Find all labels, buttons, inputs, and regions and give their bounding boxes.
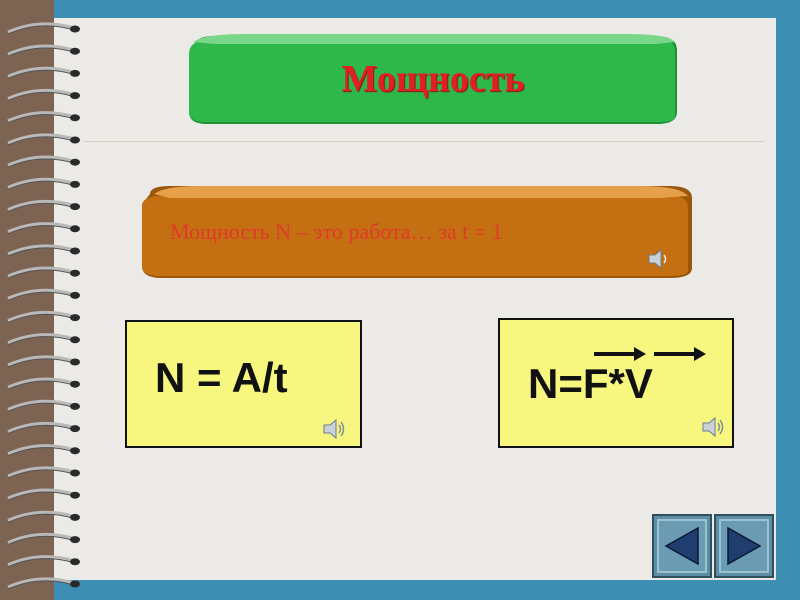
speaker-icon[interactable] [646,246,672,272]
slide-navigation [652,514,774,578]
formula-power-force-velocity: N=F*V [528,360,653,408]
title-banner: Мощность [185,32,681,126]
speaker-icon[interactable] [321,416,347,442]
speaker-icon[interactable] [700,414,726,440]
previous-slide-button[interactable] [652,514,712,578]
slide-title: Мощность [341,58,525,100]
triangle-left-icon [657,519,707,573]
next-slide-button[interactable] [714,514,774,578]
triangle-right-icon [719,519,769,573]
vector-velocity: V [624,360,653,407]
formula-power-work-time: N = A/t [155,354,288,401]
divider-line [84,141,764,142]
vector-force: F [582,360,609,407]
vector-arrow-icon [654,347,706,361]
formula-box-force-velocity: N=F*V [498,318,734,448]
spiral-binding [7,22,80,590]
formula-operator: * [608,360,625,407]
formula-prefix: N= [528,360,583,407]
definition-text: Мощность N – это работа… за t = 1 [170,219,503,244]
vector-arrow-icon [594,347,646,361]
formula-box-power: N = A/t [125,320,362,448]
definition-banner: Мощность N – это работа… за t = 1 [140,184,696,280]
